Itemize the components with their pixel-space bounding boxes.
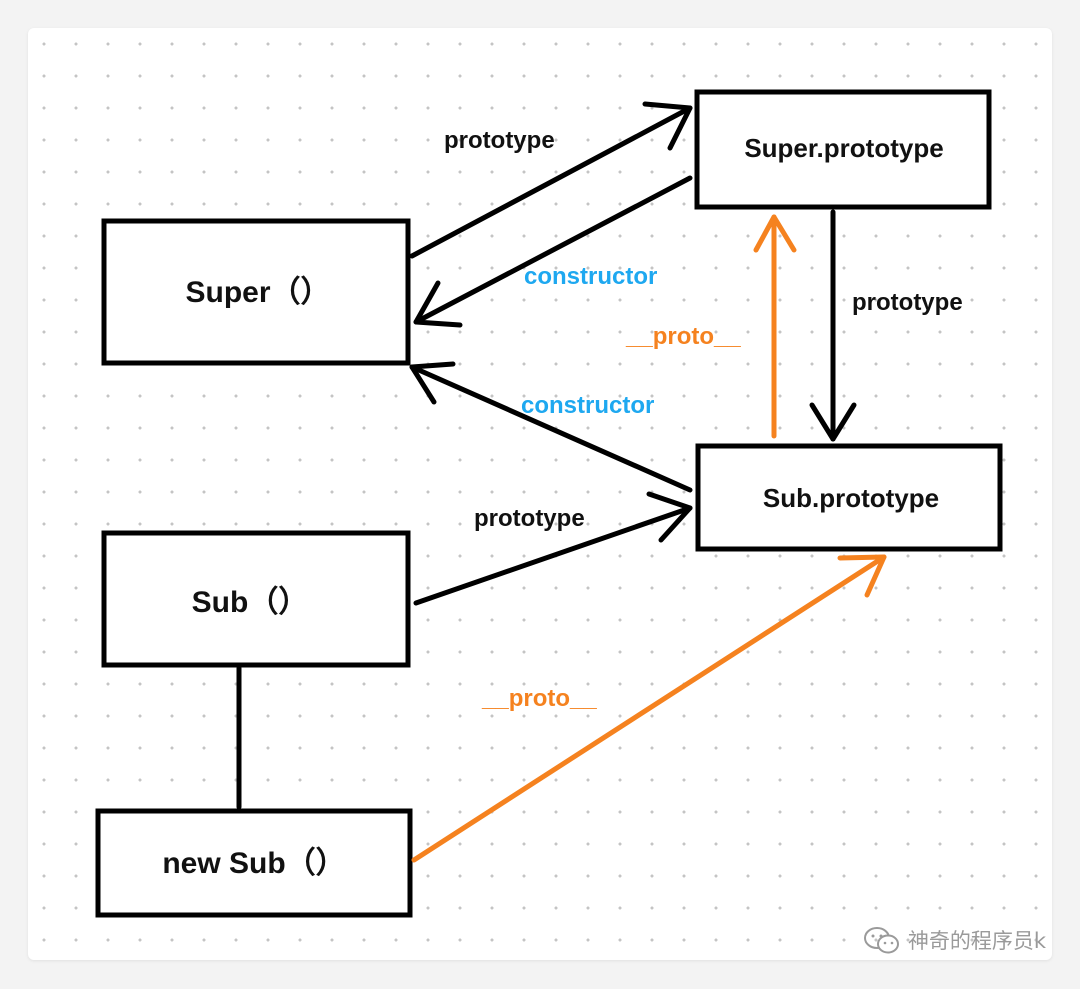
watermark-text: 神奇的程序员k: [907, 929, 1046, 953]
node-sub-prototype-label: Sub.prototype: [763, 483, 939, 513]
edge-label-proto-2: __proto__: [481, 685, 597, 712]
edge-label-prototype-2: prototype: [852, 289, 963, 316]
edge-label-prototype-3: prototype: [474, 505, 585, 532]
edge-sub-prototype-proto: [753, 214, 797, 439]
node-new-sub-label: new Sub（）: [162, 846, 345, 880]
node-super-label: Super（）: [185, 275, 330, 309]
edge-sub-prototype-constructor: [409, 361, 693, 493]
edge-new-sub-proto: [411, 554, 887, 863]
edge-sub-to-sub-prototype: [413, 491, 693, 606]
edge-label-prototype-1: prototype: [444, 127, 555, 154]
node-sub-label: Sub（）: [192, 585, 309, 619]
edge-super-prototype-to-sub-prototype: [809, 209, 857, 442]
edge-label-proto-1: __proto__: [625, 323, 741, 350]
node-sub-box: [101, 530, 411, 668]
node-new-sub-box: [95, 808, 413, 918]
node-super-prototype-box: [694, 89, 992, 210]
node-super-box: [101, 218, 411, 366]
edge-label-constructor-2: constructor: [521, 392, 654, 419]
edge-label-constructor-1: constructor: [524, 263, 657, 290]
node-super-prototype-label: Super.prototype: [744, 133, 943, 163]
node-sub-prototype-box: [695, 443, 1003, 552]
wechat-icon: [863, 927, 899, 954]
edge-super-prototype-constructor: [413, 175, 693, 328]
watermark: 神奇的程序员k: [862, 925, 1046, 955]
edge-super-to-super-prototype: [409, 101, 693, 259]
